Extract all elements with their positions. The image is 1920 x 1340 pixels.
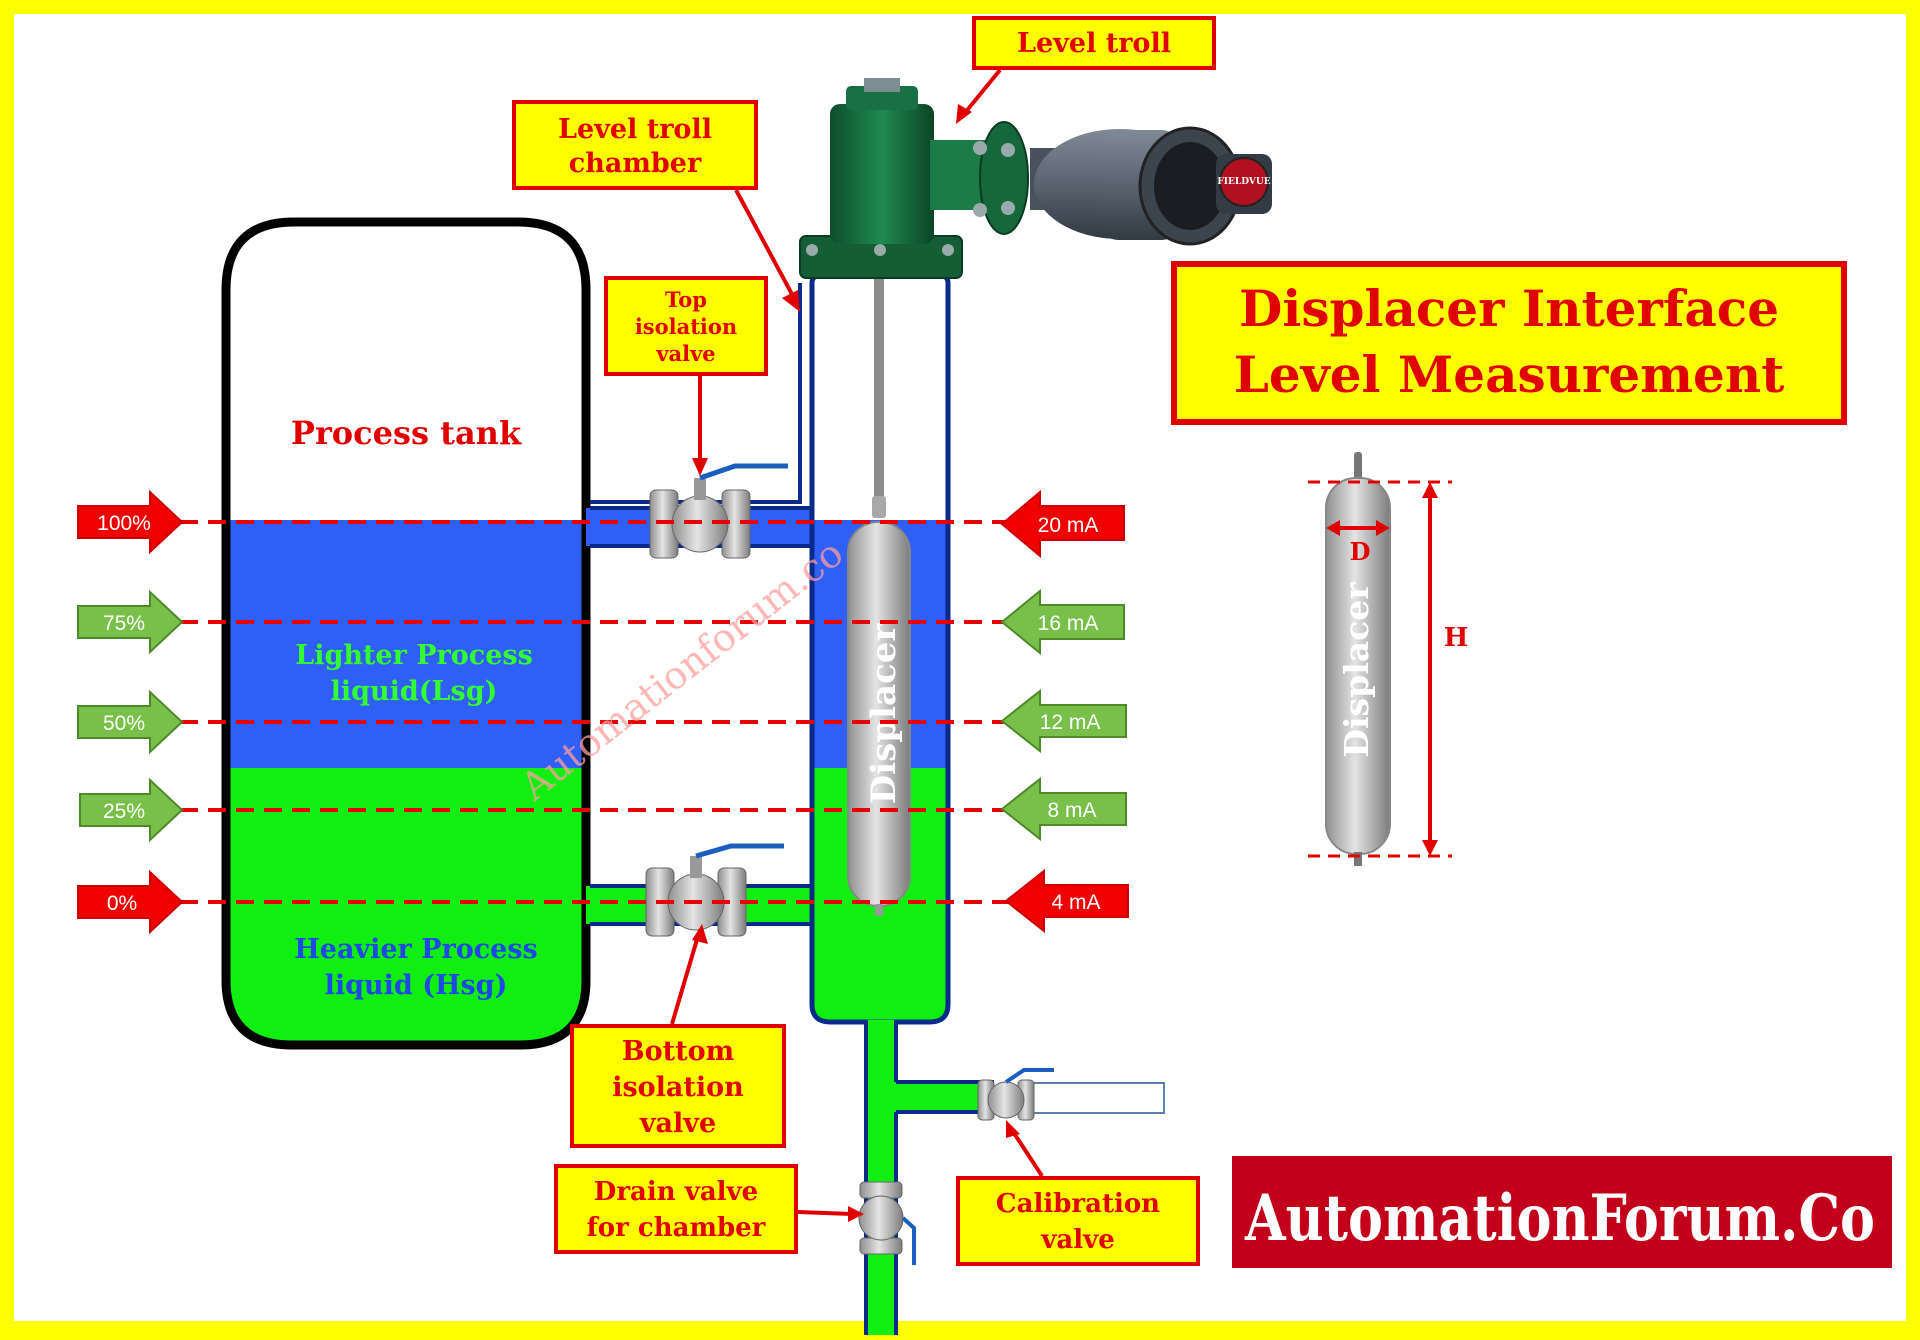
displacer-chamber <box>809 272 1165 1335</box>
drain-valve-body <box>858 1181 916 1265</box>
percent-arrow-0: 0% <box>77 869 184 935</box>
percent-arrow-50: 50% <box>77 689 184 755</box>
callout-level-troll-text: Level troll <box>1017 28 1171 59</box>
displacer-label: Displacer <box>864 623 904 805</box>
percent-arrow-25: 25% <box>79 777 184 843</box>
callout-chamber-line1: Level troll <box>558 114 712 145</box>
callout-top-isolation-valve: Top isolation valve <box>604 276 768 476</box>
percent-label-100: 100% <box>97 512 151 535</box>
callout-bottom-valve-line2: isolation <box>612 1072 744 1103</box>
dimension-h-label: H <box>1444 623 1469 653</box>
callout-drain-line2: for chamber <box>587 1213 766 1243</box>
percent-label-50: 50% <box>103 712 145 735</box>
current-arrow-12ma: 12 mA <box>1000 688 1127 754</box>
heavier-liquid-label-line1: Heavier Process <box>294 934 538 965</box>
heavier-liquid-label-line2: liquid (Hsg) <box>325 970 508 1001</box>
process-tank <box>221 217 591 1050</box>
brand-text: AutomationForum.Co <box>1244 1181 1875 1256</box>
current-arrow-16ma: 16 mA <box>1000 588 1125 656</box>
callout-bottom-valve-line1: Bottom <box>622 1036 734 1067</box>
current-label-20ma: 20 mA <box>1038 514 1099 537</box>
lighter-liquid-zone <box>226 520 586 768</box>
current-label-4ma: 4 mA <box>1051 891 1100 914</box>
callout-calibration-line2: valve <box>1040 1225 1114 1255</box>
percent-label-75: 75% <box>103 612 145 635</box>
current-arrow-4ma: 4 mA <box>1004 868 1129 934</box>
current-label-16ma: 16 mA <box>1038 612 1099 635</box>
callout-calibration-valve: Calibration valve <box>956 1120 1200 1266</box>
callout-drain-line1: Drain valve <box>594 1177 758 1207</box>
lighter-liquid-label-line2: liquid(Lsg) <box>331 676 498 707</box>
tank-outline <box>221 217 591 1050</box>
callout-level-troll: Level troll <box>956 16 1216 124</box>
title-box: Displacer Interface Level Measurement <box>1171 261 1847 425</box>
percent-label-25: 25% <box>103 800 145 823</box>
level-troll-instrument: FIELDVUE <box>799 78 1272 279</box>
title-line1: Displacer Interface <box>1239 279 1779 338</box>
callout-bottom-isolation-valve: Bottom isolation valve <box>570 924 786 1148</box>
callout-bottom-valve-line3: valve <box>639 1108 716 1139</box>
dimension-d-label: D <box>1350 537 1371 566</box>
heavier-liquid-zone <box>226 768 586 1045</box>
calibration-valve-body <box>977 1068 1054 1121</box>
percent-label-0: 0% <box>107 892 137 915</box>
percent-arrow-100: 100% <box>77 489 184 555</box>
percent-arrow-75: 75% <box>77 589 184 655</box>
displacer-detail-label: Displacer <box>1337 582 1376 758</box>
title-line2: Level Measurement <box>1234 345 1785 404</box>
callout-calibration-line1: Calibration <box>996 1189 1160 1219</box>
callout-level-troll-chamber: Level troll chamber <box>512 100 800 312</box>
current-arrow-8ma: 8 mA <box>1000 776 1127 842</box>
current-label-12ma: 12 mA <box>1040 711 1101 734</box>
callout-top-valve-line3: valve <box>655 341 715 366</box>
brand-banner: AutomationForum.Co <box>1232 1156 1892 1268</box>
process-tank-label: Process tank <box>291 414 522 452</box>
displacer-detail: Displacer D H <box>1308 452 1468 866</box>
callout-chamber-line2: chamber <box>569 148 702 179</box>
callout-top-valve-line2: isolation <box>635 314 737 339</box>
current-label-8ma: 8 mA <box>1047 799 1096 822</box>
fieldvue-logo-text: FIELDVUE <box>1217 177 1270 187</box>
lighter-liquid-label-line1: Lighter Process <box>295 640 533 671</box>
current-arrow-20ma: 20 mA <box>1000 489 1125 559</box>
callout-drain-valve: Drain valve for chamber <box>554 1164 864 1254</box>
callout-top-valve-line1: Top <box>665 287 707 312</box>
